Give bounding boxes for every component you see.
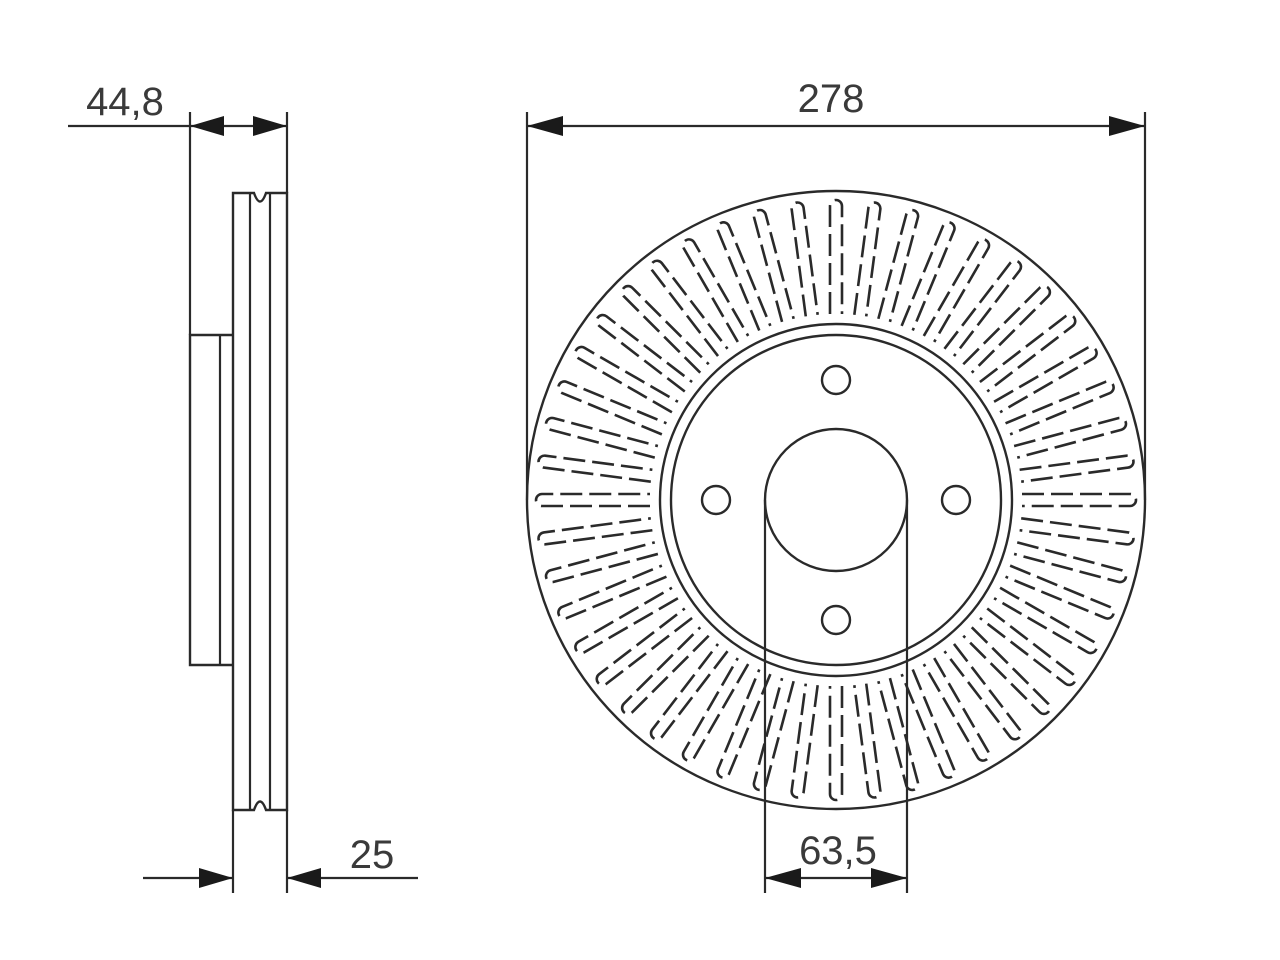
bolt-holes [700, 364, 972, 636]
vent-slot [1013, 541, 1128, 584]
vent-slot [1022, 492, 1138, 508]
vent-slot [922, 238, 991, 343]
dimension-outer-diameter: 278 [525, 77, 1147, 500]
vent-slot [1005, 564, 1115, 620]
vent-slot [943, 643, 1023, 741]
dimension-hub-height: 44,8 [68, 80, 289, 335]
bolt-hole [820, 364, 852, 396]
vent-slot [716, 669, 772, 779]
vent-slot [574, 345, 679, 414]
vent-slot [557, 380, 667, 436]
arrowhead-thickness-right [287, 868, 321, 888]
friction-ring-inner-edge [658, 322, 1014, 678]
vent-slot [620, 284, 710, 374]
center-bore [763, 427, 909, 573]
vent-slot [979, 313, 1077, 393]
vent-slot [853, 201, 882, 317]
vent-slot [595, 313, 693, 393]
dimension-disc-thickness: 25 [143, 810, 418, 893]
vent-slot [752, 677, 795, 792]
vent-slot [828, 198, 844, 314]
side-view-hub [188, 333, 233, 667]
vent-slot [534, 492, 650, 508]
vent-slot [962, 284, 1052, 374]
vent-slot [1019, 454, 1135, 483]
arrowhead-bore-left [765, 868, 801, 888]
front-view [525, 189, 1147, 811]
vent-slot [681, 238, 750, 343]
dimension-label-outer-diameter: 278 [798, 77, 865, 121]
arrowhead-bore-right [871, 868, 907, 888]
hub-outer-edge [669, 333, 1003, 667]
vent-slot [574, 586, 679, 655]
arrowhead-diameter-left [527, 116, 563, 136]
dimension-label-disc-thickness: 25 [350, 833, 395, 877]
vent-slot [790, 683, 819, 799]
vent-slot [979, 607, 1077, 687]
vent-slot [1013, 416, 1128, 459]
vent-slot [537, 517, 653, 546]
dimension-center-bore: 63,5 [763, 500, 909, 893]
vent-slot [877, 208, 920, 323]
side-view [188, 191, 289, 812]
vent-slot [595, 607, 693, 687]
vent-slot [877, 677, 920, 792]
vent-slot [544, 416, 659, 459]
disc-outer-edge [525, 189, 1147, 811]
dimension-label-center-bore: 63,5 [799, 829, 877, 873]
vent-slot [620, 626, 710, 716]
vent-slot [853, 683, 882, 799]
vent-slot [962, 626, 1052, 716]
vent-slot [544, 541, 659, 584]
vent-slots [534, 198, 1138, 802]
vent-slot [828, 686, 844, 802]
vent-slot [557, 564, 667, 620]
arrowhead-hub-right [253, 116, 287, 136]
arrowhead-diameter-right [1109, 116, 1145, 136]
arrowhead-hub-left [190, 116, 224, 136]
arrowhead-thickness-left [199, 868, 233, 888]
vent-slot [537, 454, 653, 483]
side-view-disc-profile [231, 191, 289, 812]
vent-slot [922, 657, 991, 762]
vent-slot [993, 586, 1098, 655]
vent-slot [752, 208, 795, 323]
bolt-hole [940, 484, 972, 516]
vent-slot [649, 259, 729, 357]
vent-slot [900, 669, 956, 779]
bolt-hole [700, 484, 732, 516]
dimension-label-hub-height: 44,8 [86, 80, 164, 124]
vent-slot [790, 201, 819, 317]
vent-slot [900, 221, 956, 331]
vent-slot [993, 345, 1098, 414]
vent-slot [649, 643, 729, 741]
bolt-hole [820, 604, 852, 636]
vent-slot [943, 259, 1023, 357]
vent-slot [1019, 517, 1135, 546]
vent-slot [1005, 380, 1115, 436]
vent-slot [681, 657, 750, 762]
vent-slot [716, 221, 772, 331]
